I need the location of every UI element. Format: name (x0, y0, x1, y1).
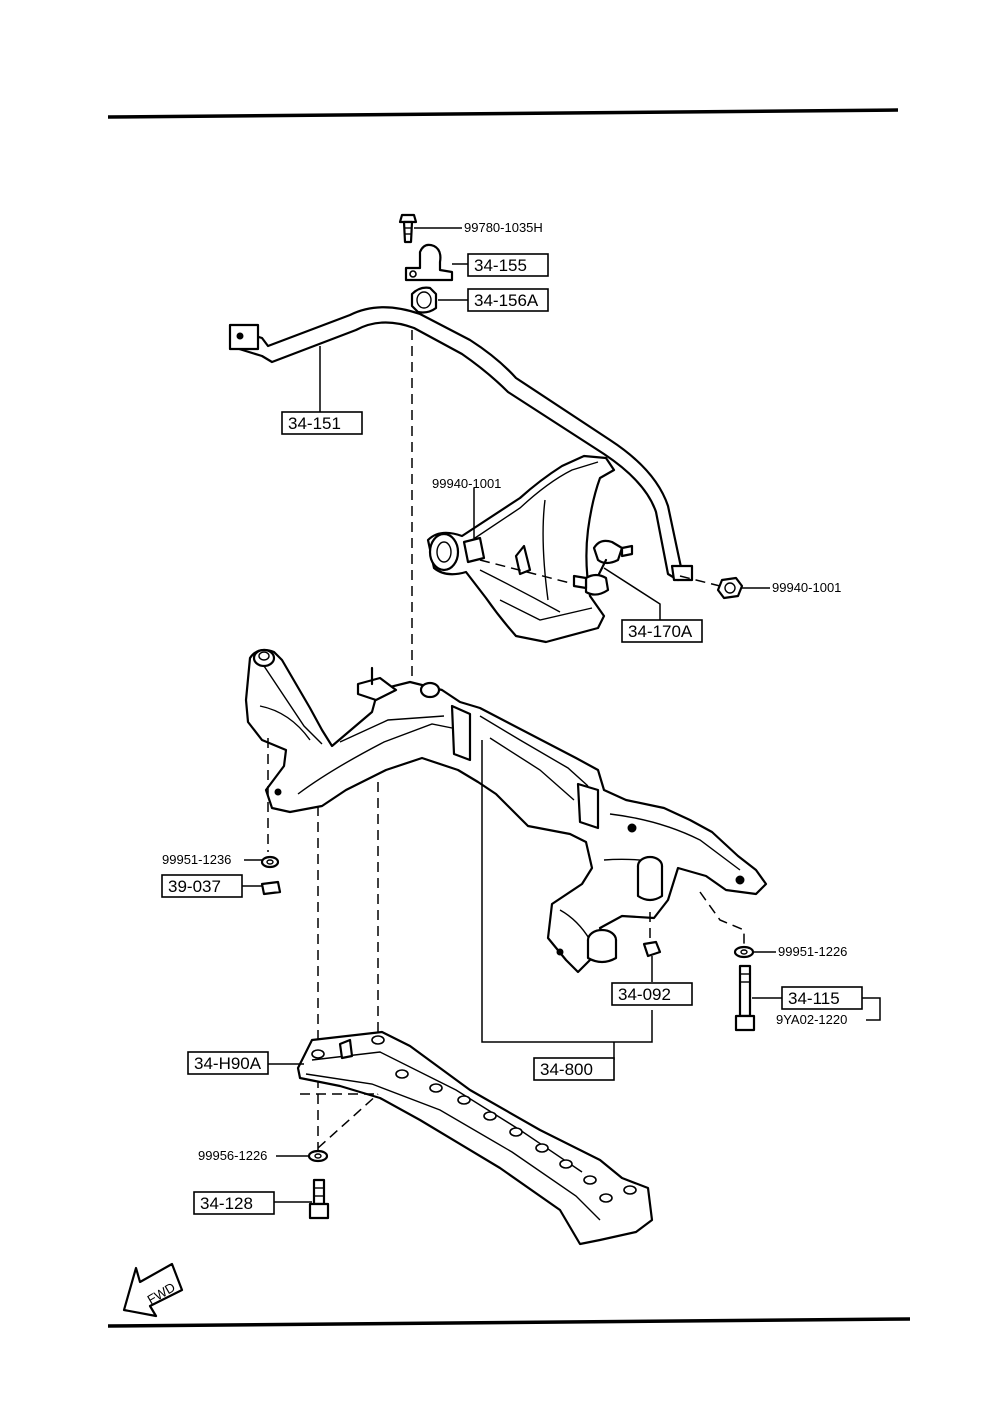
part-box-nut-left: 39-037 (161, 874, 243, 898)
bracket-icon (404, 243, 454, 282)
brace-bolt-part-number: 34-128 (200, 1194, 253, 1213)
part-box-bracket: 34-155 (467, 253, 549, 277)
crossmember (244, 648, 768, 974)
washer-icon (260, 855, 280, 869)
bolt-icon (734, 964, 756, 1032)
leader-line (603, 567, 661, 622)
stabilizer-link (572, 539, 634, 596)
label-washer-left: 99951-1236 (162, 852, 231, 867)
top-rule (107, 108, 899, 119)
label-bolt-long: 9YA02-1220 (776, 1012, 847, 1027)
mount-nut-part-number: 34-092 (618, 985, 671, 1004)
part-box-stabilizer-link: 34-170A (621, 619, 703, 643)
label-nut-control-arm: 99940-1001 (432, 476, 501, 491)
washer-icon (307, 1149, 329, 1163)
brace (296, 1030, 654, 1246)
part-box-mount-nut: 34-092 (611, 982, 693, 1006)
crossmember-part-number: 34-800 (540, 1060, 593, 1079)
part-box-stabilizer-bar: 34-151 (281, 411, 363, 435)
alignment-line (479, 559, 575, 585)
brace-part-number: 34-H90A (194, 1054, 262, 1073)
part-box-bolt-kit: 34-115 (781, 986, 863, 1010)
leader-line (862, 997, 881, 1021)
bracket-part-number: 34-155 (474, 256, 527, 275)
label-nut-link: 99940-1001 (772, 580, 841, 595)
part-box-crossmember: 34-800 (533, 1057, 615, 1081)
nut-icon (642, 940, 662, 958)
alignment-line (317, 1093, 379, 1149)
nut-icon (716, 576, 744, 600)
washer-icon (733, 945, 755, 959)
alignment-line (679, 575, 721, 587)
bolt-icon (398, 213, 418, 244)
bushing-icon (410, 286, 438, 314)
leader-line (318, 346, 321, 415)
fwd-arrow-icon: FWD (122, 1262, 184, 1318)
part-box-brace: 34-H90A (187, 1051, 269, 1075)
bolt-kit-part-number: 34-115 (788, 989, 840, 1008)
part-box-brace-bolt: 34-128 (193, 1191, 275, 1215)
stabilizer-bar-part-number: 34-151 (288, 414, 341, 433)
label-washer-right: 99951-1226 (778, 944, 847, 959)
alignment-line (699, 891, 745, 946)
bolt-icon (308, 1178, 330, 1220)
part-box-bushing: 34-156A (467, 288, 549, 312)
control-arm (426, 454, 616, 644)
stabilizer-link-part-number: 34-170A (628, 622, 693, 641)
label-bolt-top: 99780-1035H (464, 220, 543, 235)
bushing-part-number: 34-156A (474, 291, 539, 310)
label-washer-lower: 99956-1226 (198, 1148, 267, 1163)
nut-icon (260, 880, 282, 896)
leader-line (481, 740, 653, 1043)
bottom-rule (107, 1317, 911, 1328)
nut-left-part-number: 39-037 (168, 877, 221, 896)
